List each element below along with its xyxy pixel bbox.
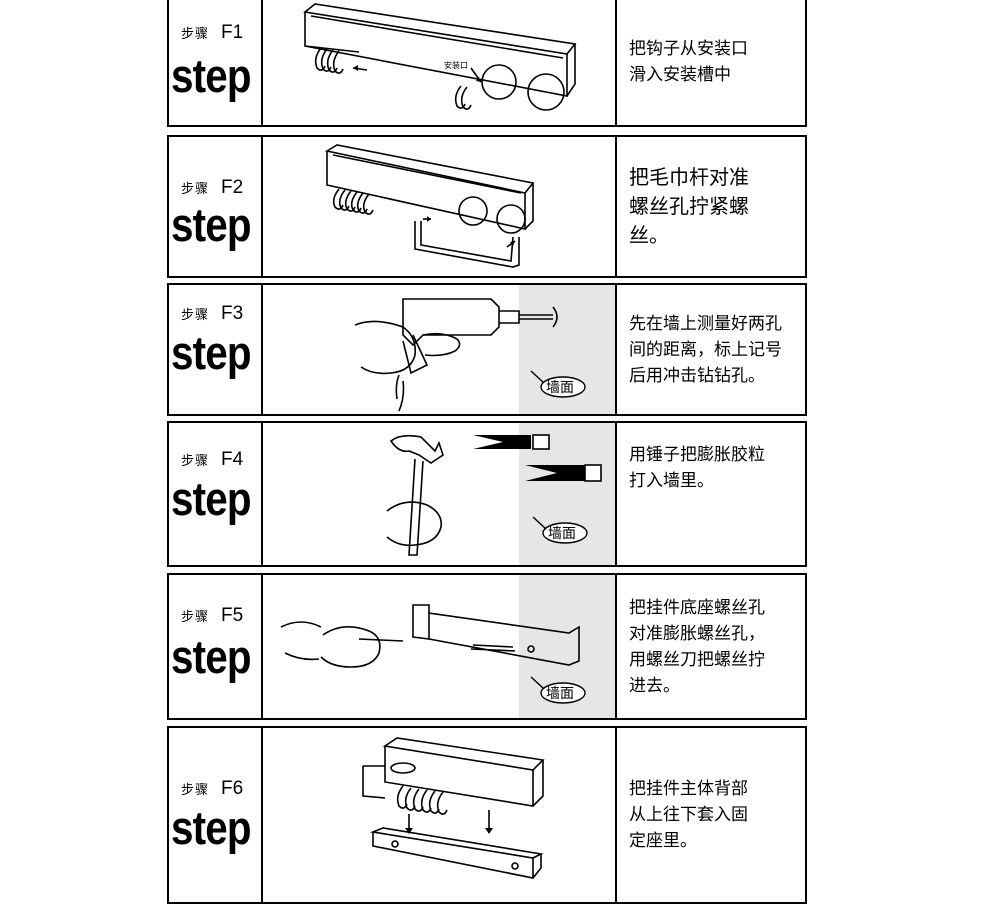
- step-description: 把钩子从安装口 滑入安装槽中: [629, 38, 748, 85]
- rack-hooks-illustration: 安装口: [303, 3, 577, 111]
- rack-towel-bar-illustration: [324, 144, 535, 268]
- screwdriver-illustration: 墙面: [280, 604, 586, 704]
- step-description-cell: 把毛巾杆对准 螺丝孔拧紧螺 丝。: [615, 137, 805, 276]
- step-number: F3: [221, 303, 244, 324]
- step-word: step: [171, 472, 252, 525]
- step-row-f6: 步骤 F6 step: [167, 726, 807, 904]
- wall-label: 墙面: [546, 686, 574, 702]
- step-label-cell: 步骤 F5 step: [169, 575, 263, 718]
- step-illustration: 墙面: [263, 423, 615, 565]
- step-prefix: 步骤: [181, 182, 210, 197]
- step-number: F5: [221, 605, 244, 626]
- step-row-f4: 步骤 F4 step 墙面 用锤子把膨胀胶粒 打入墙里。: [167, 421, 807, 567]
- step-label-cell: 步骤 F3 step: [169, 285, 263, 414]
- wall-label: 墙面: [548, 526, 576, 542]
- step-prefix: 步骤: [181, 610, 210, 625]
- step-description: 用锤子把膨胀胶粒 打入墙里。: [629, 445, 765, 491]
- step-number: F2: [221, 177, 244, 198]
- step-label-cell: 步骤 F2 step: [169, 137, 263, 276]
- wall-label-callout: 墙面: [530, 370, 586, 398]
- step-word: step: [171, 326, 252, 379]
- step-prefix: 步骤: [181, 783, 210, 798]
- step-illustration: 安装口: [263, 0, 615, 125]
- step-label-cell: 步骤 F6 step: [169, 728, 263, 902]
- step-description-cell: 先在墙上测量好两孔 间的距离，标上记号 后用冲击钻钻孔。: [615, 285, 805, 414]
- step-description-cell: 用锤子把膨胀胶粒 打入墙里。: [615, 423, 805, 565]
- step-illustration: [263, 137, 615, 276]
- step-row-f5: 步骤 F5 step 墙面 把挂件底座螺丝孔 对准膨胀螺丝孔， 用螺丝刀把螺丝拧 …: [167, 573, 807, 720]
- step-prefix: 步骤: [181, 454, 210, 469]
- callout-install-port: 安装口: [444, 60, 468, 70]
- step-prefix: 步骤: [181, 27, 210, 42]
- step-label-cell: 步骤 F4 step: [169, 423, 263, 565]
- step-description-cell: 把挂件底座螺丝孔 对准膨胀螺丝孔， 用螺丝刀把螺丝拧 进去。: [615, 575, 805, 718]
- step-word: step: [171, 198, 252, 251]
- wall-label-callout: 墙面: [530, 676, 586, 704]
- step-number: F6: [221, 778, 244, 799]
- anchor-plugs: [473, 434, 602, 482]
- step-prefix: 步骤: [181, 308, 210, 323]
- step-illustration: 墙面: [263, 285, 615, 414]
- step-description: 把毛巾杆对准 螺丝孔拧紧螺 丝。: [629, 165, 749, 247]
- step-word: step: [171, 801, 252, 854]
- hammer-illustration: 墙面: [386, 434, 602, 556]
- step-word: step: [171, 630, 252, 683]
- step-word: step: [171, 49, 252, 102]
- step-description: 把挂件主体背部 从上往下套入固 定座里。: [629, 779, 748, 851]
- step-row-f2: 步骤 F2 step: [167, 135, 807, 278]
- step-illustration: 墙面: [263, 575, 615, 718]
- drill-illustration: 墙面: [354, 298, 586, 412]
- step-label-cell: 步骤 F1 step: [169, 0, 263, 125]
- wall-label-callout: 墙面: [532, 516, 588, 544]
- step-row-f1: 步骤 F1 step 安装口: [167, 0, 807, 127]
- mounting-illustration: [362, 737, 545, 879]
- step-number: F1: [221, 22, 244, 43]
- step-illustration: [263, 728, 615, 902]
- step-description-cell: 把挂件主体背部 从上往下套入固 定座里。: [615, 728, 805, 902]
- step-description-cell: 把钩子从安装口 滑入安装槽中: [615, 0, 805, 125]
- step-description: 先在墙上测量好两孔 间的距离，标上记号 后用冲击钻钻孔。: [629, 313, 782, 386]
- wall-label: 墙面: [546, 380, 574, 396]
- step-description: 把挂件底座螺丝孔 对准膨胀螺丝孔， 用螺丝刀把螺丝拧 进去。: [629, 597, 765, 696]
- step-number: F4: [221, 449, 244, 470]
